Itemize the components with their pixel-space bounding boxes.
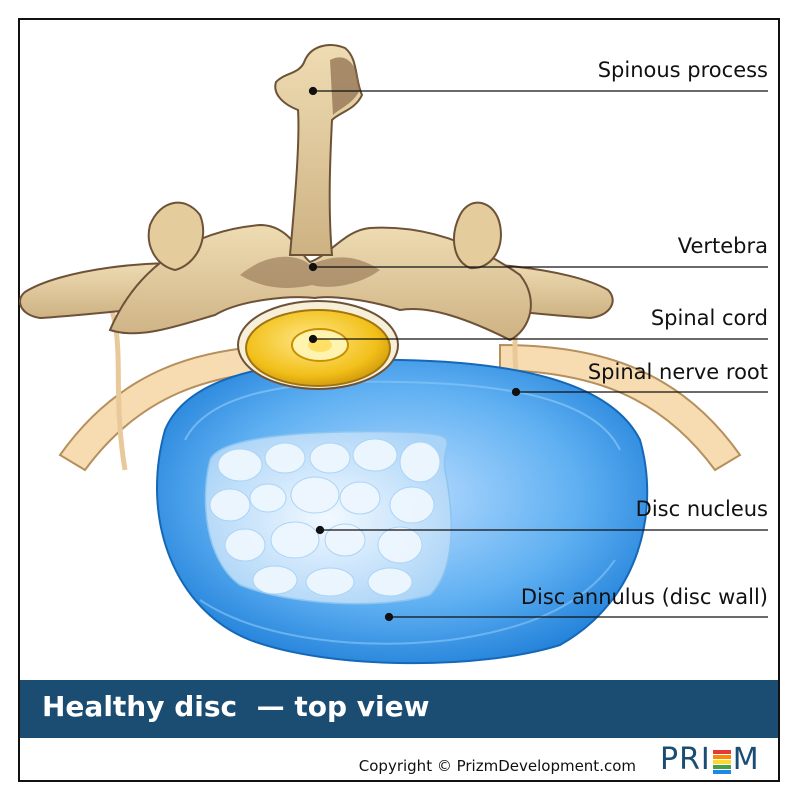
disc-nucleus — [204, 430, 452, 605]
vertebra — [19, 201, 614, 342]
label-spinal-cord: Spinal cord — [650, 306, 768, 330]
label-vertebra: Vertebra — [677, 234, 768, 258]
copyright-notice: Copyright © PrizmDevelopment.com — [358, 757, 636, 775]
spinal-cord — [237, 300, 399, 390]
logo-prefix: PRI — [660, 742, 711, 777]
logo-rainbow-z-icon: Z — [711, 742, 733, 777]
label-spinal-nerve-root: Spinal nerve root — [587, 360, 768, 384]
spinous-process — [274, 44, 364, 256]
leader-lines — [308, 86, 768, 622]
banner-title: Healthy disc — top view — [42, 690, 430, 723]
label-disc-nucleus: Disc nucleus — [635, 497, 768, 521]
label-spinous-process: Spinous process — [597, 58, 768, 82]
logo-suffix: M — [732, 742, 760, 777]
title-banner: Healthy disc — top view — [20, 680, 778, 738]
label-disc-annulus: Disc annulus (disc wall) — [520, 585, 768, 609]
prizm-logo: PRIZM — [660, 742, 760, 778]
